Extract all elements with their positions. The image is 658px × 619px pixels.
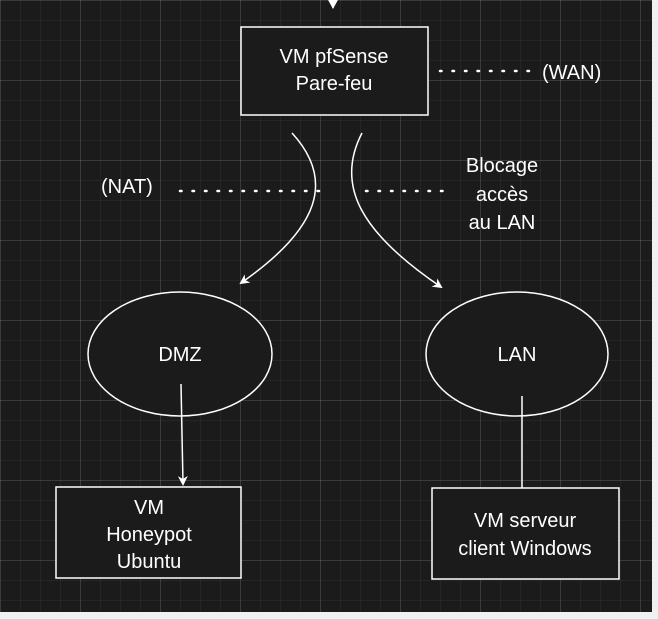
pfsense-subtitle: Pare-feu [296,73,373,95]
block-label-line2: accès [476,184,528,206]
honeypot-node[interactable]: VM Honeypot Ubuntu [55,486,242,579]
pfsense-node[interactable]: VM pfSense Pare-feu [240,26,429,116]
lan-node[interactable]: LAN [425,291,609,417]
pfsense-to-lan-arrow [350,132,443,289]
windows-node[interactable]: VM serveur client Windows [431,487,620,580]
honeypot-box [55,486,242,579]
windows-box [431,487,620,580]
pfsense-to-dmz-arrow [239,132,317,285]
dmz-node[interactable]: DMZ [87,291,273,417]
pfsense-box [240,26,429,116]
incoming-arrow [328,0,338,9]
pfsense-title: VM pfSense [280,46,389,68]
dmz-to-honeypot-arrow [177,383,188,486]
honeypot-subtitle: Honeypot [106,524,192,546]
block-label-line1: Blocage [466,155,538,177]
honeypot-title: VM [134,497,164,519]
windows-title: VM serveur [474,510,577,532]
honeypot-os: Ubuntu [117,551,182,573]
lan-label: LAN [498,344,537,366]
windows-subtitle: client Windows [458,538,591,560]
lan-ellipse [425,291,609,417]
wan-label: (WAN) [542,62,601,84]
dmz-label: DMZ [158,344,201,366]
nat-label: (NAT) [101,176,153,198]
block-label-line3: au LAN [469,212,536,234]
dmz-ellipse [87,291,273,417]
